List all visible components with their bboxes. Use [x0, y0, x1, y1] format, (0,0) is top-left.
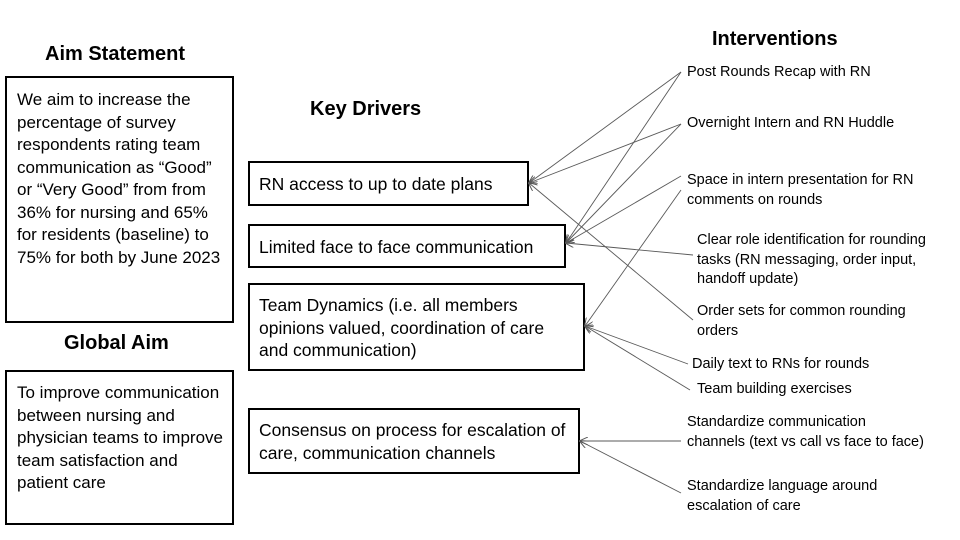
aim-statement-box: We aim to increase the percentage of sur… — [5, 76, 234, 323]
driver-label: Limited face to face communication — [259, 237, 534, 257]
global-aim-text: To improve communication between nursing… — [17, 383, 223, 492]
intervention-standardize-channels: Standardize communication channels (text… — [687, 414, 924, 450]
aim-statement-text: We aim to increase the percentage of sur… — [17, 90, 221, 267]
arrow-role-to-face — [566, 243, 694, 256]
interventions-heading: Interventions — [712, 28, 838, 50]
intervention-role-identification: Clear role identification for rounding t… — [697, 232, 926, 287]
driver-label: Consensus on process for escalation of c… — [259, 420, 566, 463]
aim-statement-heading: Aim Statement — [45, 43, 186, 65]
intervention-post-rounds-recap: Post Rounds Recap with RN — [687, 64, 871, 80]
arrow-daily-to-team — [585, 326, 689, 365]
global-aim-heading: Global Aim — [64, 332, 169, 354]
key-drivers-heading: Key Drivers — [310, 98, 422, 120]
arrow-std-language-to-consensus — [580, 441, 682, 494]
driver-box-team-dynamics: Team Dynamics (i.e. all members opinions… — [248, 283, 585, 371]
driver-label: RN access to up to date plans — [259, 174, 493, 194]
driver-box-consensus: Consensus on process for escalation of c… — [248, 408, 580, 474]
arrow-recap-to-face — [566, 71, 682, 243]
arrow-space-to-face — [566, 175, 682, 243]
intervention-order-sets: Order sets for common rounding orders — [697, 303, 906, 339]
intervention-space-in-presentation: Space in intern presentation for RN comm… — [687, 172, 914, 208]
global-aim-box: To improve communication between nursing… — [5, 370, 234, 525]
arrow-recap-to-rn-access — [529, 71, 682, 183]
intervention-overnight-huddle: Overnight Intern and RN Huddle — [687, 115, 895, 131]
arrow-space-to-team — [585, 189, 682, 326]
driver-box-face-to-face: Limited face to face communication — [248, 224, 566, 268]
driver-label: Team Dynamics (i.e. all members opinions… — [259, 295, 545, 360]
arrow-teambuilding-to-team — [585, 326, 691, 391]
intervention-team-building: Team building exercises — [697, 381, 852, 397]
intervention-standardize-language: Standardize language around escalation o… — [687, 478, 878, 514]
driver-box-rn-access: RN access to up to date plans — [248, 161, 529, 206]
intervention-daily-text: Daily text to RNs for rounds — [692, 356, 870, 372]
arrow-huddle-to-face — [566, 123, 682, 243]
arrow-huddle-to-rn-access — [529, 123, 682, 183]
arrow-order-sets-to-rn-access — [529, 183, 694, 321]
